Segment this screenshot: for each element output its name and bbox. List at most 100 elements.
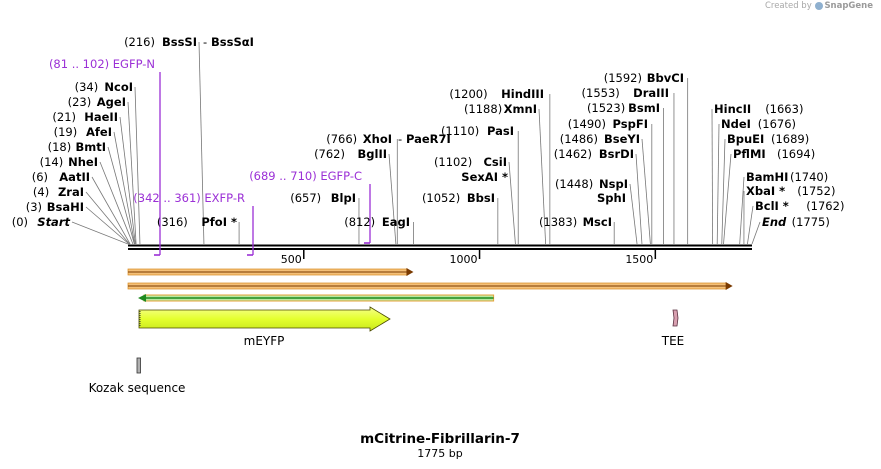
site-label: NheI(14) [40, 155, 98, 169]
site-position: (1740) [790, 170, 828, 184]
site-name: BglII [358, 147, 388, 161]
site-position: (3) [26, 200, 42, 214]
site-label: SphI [597, 191, 626, 205]
site-position: (1553) [582, 86, 620, 100]
site-label: BssSI(216)-BssSαI [124, 35, 254, 49]
site-name: CsiI [483, 155, 507, 169]
site-leader-line [711, 108, 714, 245]
site-name: PasI [487, 124, 514, 138]
tick-label: 1500 [625, 253, 653, 266]
site-leader-line [508, 161, 516, 245]
site-label: End (1775) [762, 215, 830, 229]
site-position: (1694) [777, 147, 815, 161]
site-name: SphI [597, 191, 626, 205]
site-position: (0) [12, 215, 28, 229]
site-name: HincII [714, 102, 751, 116]
site-leader-line [127, 101, 137, 245]
site-name: End [762, 215, 787, 229]
site-separator: - [398, 132, 402, 146]
site-position: (657) [290, 191, 321, 205]
primer-label: (342 .. 361) EXFP-R [133, 191, 245, 205]
site-name: MscI [583, 215, 612, 229]
site-position: (1752) [797, 184, 835, 198]
site-name: NdeI [721, 117, 751, 131]
site-name: AfeI [86, 125, 112, 139]
site-name: HaeII [84, 110, 118, 124]
green-arrow-head [138, 294, 147, 302]
site-position: (19) [54, 125, 78, 139]
site-name: XhoI [363, 132, 392, 146]
site-label: EagI(812) [344, 215, 410, 229]
site-label: HaeII(21) [52, 110, 118, 124]
site-leader-line [107, 146, 135, 245]
feature-mEYFP: mEYFP [138, 306, 391, 348]
site-leader-line [751, 221, 761, 245]
site-label: BglII (762) [314, 147, 387, 161]
site-label: BamHI(1740) [746, 170, 828, 184]
site-position: (6) [32, 170, 48, 184]
map-length: 1775 bp [417, 447, 462, 460]
site-position: (1592) [604, 71, 642, 85]
site-position: (1102) [434, 155, 472, 169]
site-position: (762) [314, 147, 345, 161]
feature-label: mEYFP [244, 334, 285, 348]
site-name: BbsI [467, 191, 495, 205]
site-label: XbaI *(1752) [746, 184, 835, 198]
site-position: (1775) [792, 215, 830, 229]
site-position: (812) [344, 215, 375, 229]
feature-arrow-2 [127, 282, 733, 290]
site-position: (1110) [441, 124, 479, 138]
site-name: BamHI [746, 170, 788, 184]
feature-label: TEE [661, 334, 685, 348]
site-label: BsaHI (3) [26, 200, 84, 214]
site-position: (23) [68, 95, 92, 109]
site-leader-line [85, 206, 130, 245]
primer: (342 .. 361) EXFP-R [133, 191, 254, 256]
site-leader-line [716, 123, 720, 245]
site-leader-line [747, 205, 754, 245]
site-name-2: PaeR7I [406, 132, 451, 146]
feature-green-arrow [138, 294, 495, 302]
primer-label: (81 .. 102) EGFP-N [49, 57, 155, 71]
site-label: MscI (1383) [539, 215, 612, 229]
kozak-box [136, 357, 141, 374]
site-name: HindIII [501, 87, 544, 101]
site-label: XmnI(1188) [464, 102, 537, 116]
map-title: mCitrine-Fibrillarin-7 [360, 431, 520, 447]
site-position: (34) [75, 80, 99, 94]
tick-label: 1000 [450, 253, 478, 266]
site-name: BsaHI [47, 200, 84, 214]
site-label: PflMI(1694) [733, 147, 815, 161]
site-label: NspI(1448) [555, 177, 628, 191]
tee-box [672, 309, 679, 327]
site-label: SexAI * [461, 170, 508, 184]
site-leader-line [113, 131, 136, 245]
site-leader-line [71, 221, 129, 245]
site-label: BbvCI (1592) [604, 71, 684, 85]
site-position: (1676) [758, 117, 796, 131]
site-separator: - [203, 35, 207, 49]
site-position: (1188) [464, 102, 502, 116]
site-position: (4) [33, 185, 49, 199]
site-name: BbvCI [647, 71, 684, 85]
site-name: BpuEI [727, 132, 764, 146]
site-name: NspI [599, 177, 628, 191]
site-leader-line [91, 176, 131, 245]
site-name: ZraI [58, 185, 84, 199]
site-label: AgeI(23) [68, 95, 126, 109]
site-position: (1490) [568, 117, 606, 131]
primer-label: (689 .. 710) EGFP-C [249, 169, 362, 183]
feature-label: Kozak sequence [89, 381, 186, 395]
site-leader-lines [71, 41, 761, 245]
site-label: PspFI(1490) [568, 117, 648, 131]
site-label: AatII(6) [32, 170, 90, 184]
site-label: NcoI(34) [75, 80, 133, 94]
site-label: NdeI (1676) [721, 117, 796, 131]
site-position: (1383) [539, 215, 577, 229]
site-leader-line [723, 153, 732, 245]
site-name: BclI * [755, 199, 789, 213]
orange-arrow-head [406, 268, 414, 276]
site-label: AfeI (19) [54, 125, 112, 139]
